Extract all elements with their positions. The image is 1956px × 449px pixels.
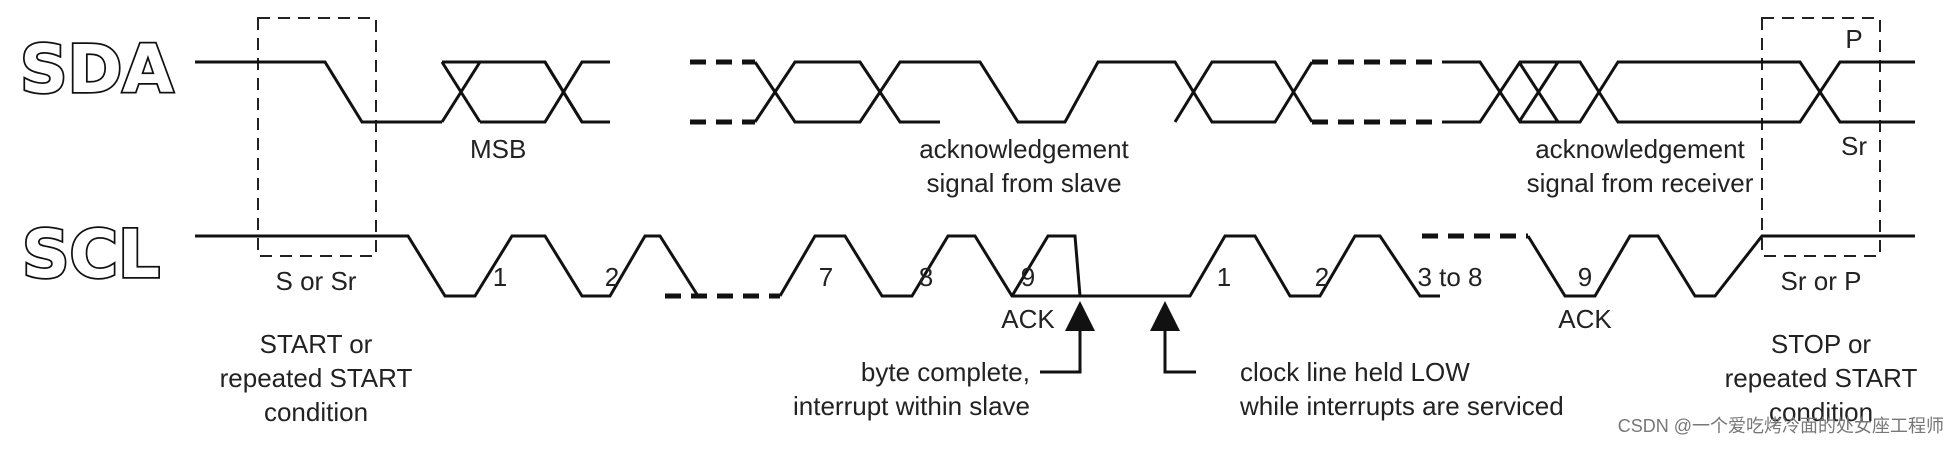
stop-condition-line2: repeated START — [1725, 363, 1918, 393]
scl-end — [1526, 234, 1915, 298]
byte-complete-arrow — [1040, 301, 1095, 374]
sda-bits-mid-b — [753, 60, 940, 124]
pulse-label: 2 — [605, 262, 619, 292]
stop-sr-label: Sr — [1841, 131, 1867, 161]
sda-bits-mid-a — [753, 60, 1314, 124]
pulse-label: 3 to 8 — [1417, 262, 1482, 292]
pulse-label: 7 — [819, 262, 833, 292]
clock-held-line1: clock line held LOW — [1240, 357, 1470, 387]
sda-bit-msb-low — [440, 60, 610, 124]
byte-complete-line2: interrupt within slave — [793, 391, 1030, 421]
ack-label-2: ACK — [1558, 304, 1612, 334]
byte-complete-line1: byte complete, — [861, 357, 1030, 387]
sda-start-transition — [195, 60, 442, 124]
start-condition-box — [257, 17, 377, 257]
start-condition-line3: condition — [264, 397, 368, 427]
sda-signal-name: SDA — [20, 31, 173, 108]
sda-end-b — [1442, 60, 1915, 124]
s-or-sr-label: S or Sr — [276, 266, 357, 296]
scl-pulses-7-9-held — [778, 234, 1440, 298]
pulse-label: 2 — [1315, 262, 1329, 292]
start-condition-line2: repeated START — [220, 363, 413, 393]
clock-held-arrow — [1150, 301, 1196, 374]
pulse-label: 1 — [493, 262, 507, 292]
stop-condition-line3: condition — [1769, 397, 1873, 427]
scl-waveform — [195, 233, 1915, 299]
scl-pulses-1-2 — [195, 234, 700, 298]
ack-slave-line1: acknowledgement — [919, 134, 1129, 164]
watermark: CSDN @一个爱吃烤冷面的处女座工程师 — [1618, 416, 1944, 436]
scl-signal-name: SCL — [22, 216, 160, 293]
ack-label-1: ACK — [1001, 304, 1055, 334]
sr-or-p-label: Sr or P — [1781, 266, 1862, 296]
pulse-label: 1 — [1217, 262, 1231, 292]
sda-bits-mid-c — [1173, 60, 1314, 123]
ack-recv-line1: acknowledgement — [1535, 134, 1745, 164]
pulse-label: 8 — [919, 262, 933, 292]
pulse-label: 9 — [1021, 262, 1035, 292]
clock-held-line2: while interrupts are serviced — [1239, 391, 1564, 421]
pulse-label: 9 — [1578, 262, 1592, 292]
msb-label: MSB — [470, 134, 526, 164]
stop-condition-line1: STOP or — [1771, 329, 1872, 359]
sda-waveform — [195, 59, 1915, 125]
ack-slave-line2: signal from slave — [926, 168, 1121, 198]
stop-p-label: P — [1845, 24, 1862, 54]
start-condition-line1: START or — [260, 329, 373, 359]
ack-recv-line2: signal from receiver — [1527, 168, 1754, 198]
